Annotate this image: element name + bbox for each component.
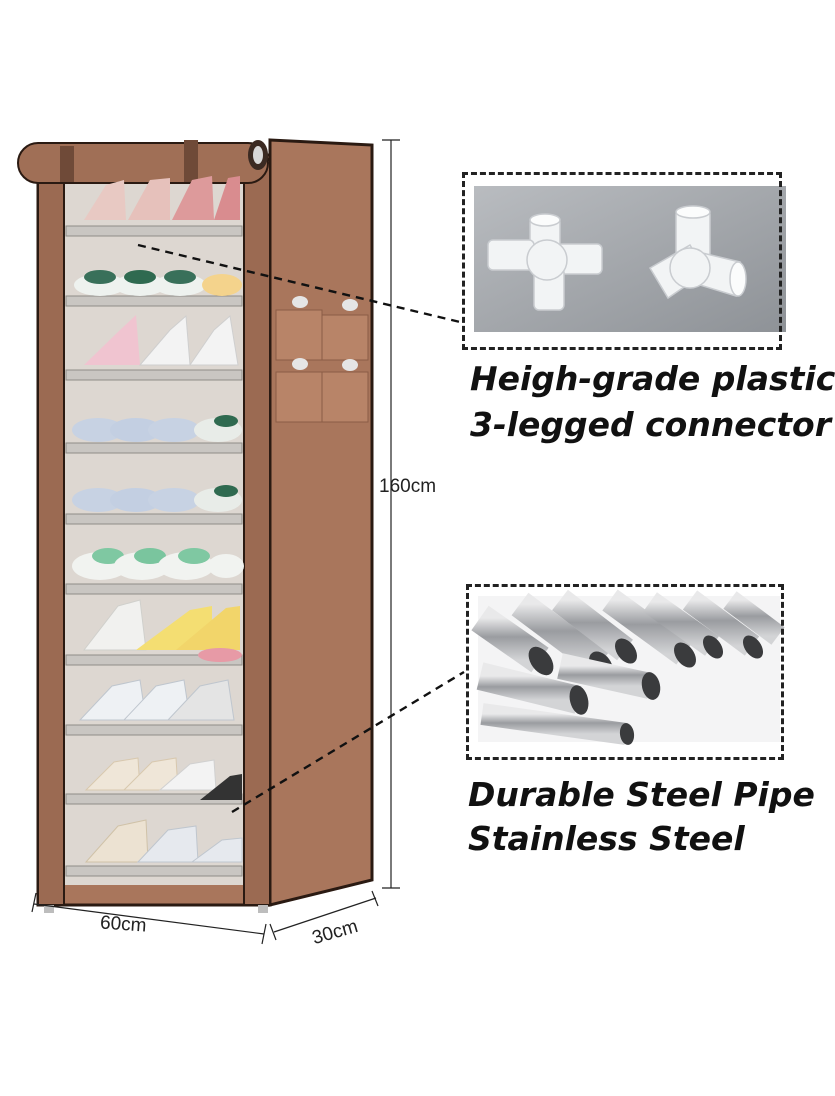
rack-foot <box>258 905 268 913</box>
dimension-lines <box>31 139 400 945</box>
rack-side-panel <box>268 138 374 907</box>
leader-lines <box>137 243 465 814</box>
width-dimension-label: 60cm <box>99 912 148 937</box>
rolled-cover <box>17 140 269 184</box>
pipe-label-line2: Stainless Steel <box>468 819 745 858</box>
pipe-callout-frame <box>466 584 784 760</box>
height-dimension-label: 160cm <box>379 476 437 497</box>
pipe-label-line1: Durable Steel Pipe <box>468 775 815 814</box>
connector-label-line1: Heigh-grade plastic <box>470 359 835 398</box>
rack-foot <box>44 905 54 913</box>
connector-label-line2: 3-legged connector <box>470 405 831 444</box>
steel-pipe-photo <box>471 589 785 745</box>
shoe-rack-illustration <box>17 138 786 945</box>
connector-photo <box>474 186 786 332</box>
shelves <box>65 176 244 877</box>
connector-callout-frame <box>462 172 782 350</box>
